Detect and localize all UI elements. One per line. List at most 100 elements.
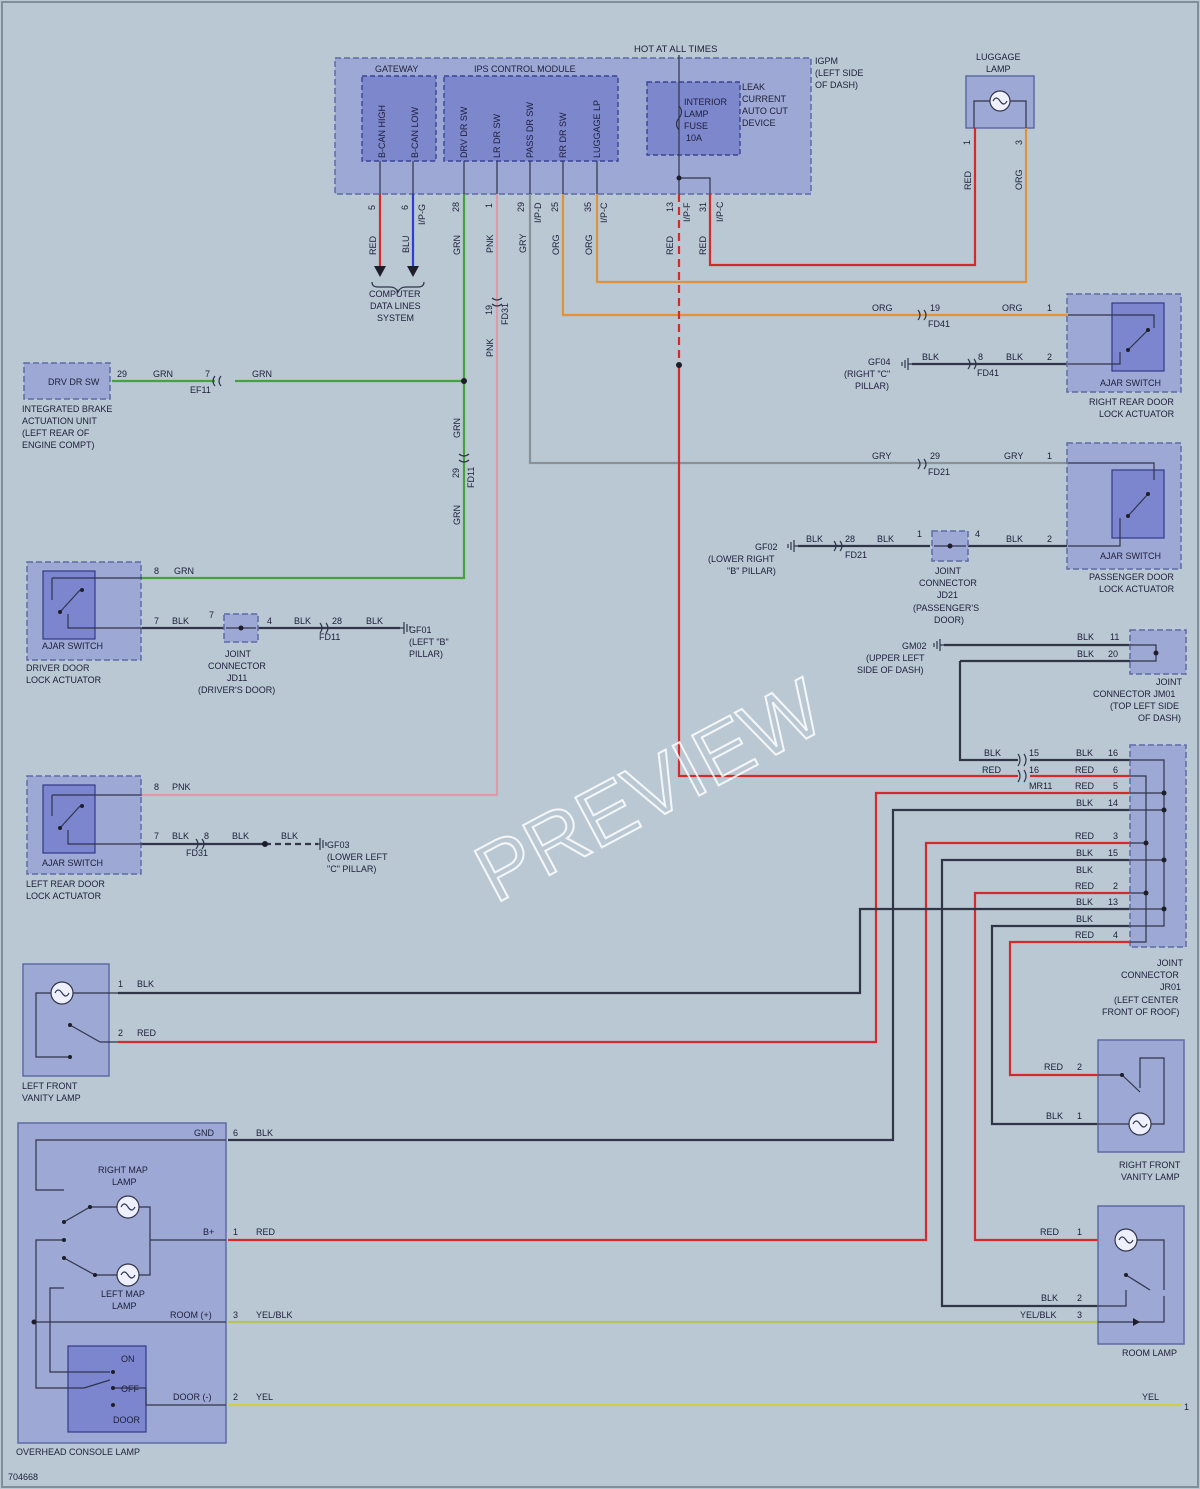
svg-text:PNK: PNK bbox=[485, 234, 495, 253]
svg-text:I/P-C: I/P-C bbox=[599, 202, 609, 223]
svg-text:1: 1 bbox=[1077, 1111, 1082, 1121]
svg-text:6: 6 bbox=[400, 205, 410, 210]
svg-text:RED: RED bbox=[1044, 1062, 1064, 1072]
svg-text:4: 4 bbox=[267, 616, 272, 626]
svg-text:PILLAR): PILLAR) bbox=[855, 381, 889, 391]
svg-text:EF11: EF11 bbox=[190, 385, 211, 395]
svg-text:15: 15 bbox=[1029, 748, 1039, 758]
vertical-wire-labels: 19 FD31 PNK GRN 29 FD11 GRN bbox=[451, 303, 510, 525]
svg-text:JR01: JR01 bbox=[1160, 982, 1181, 992]
gateway-label: GATEWAY bbox=[375, 64, 418, 74]
svg-text:PASS DR SW: PASS DR SW bbox=[525, 102, 535, 158]
svg-text:YEL/BLK: YEL/BLK bbox=[256, 1310, 293, 1320]
svg-text:1: 1 bbox=[118, 979, 123, 989]
svg-text:DRIVER DOOR: DRIVER DOOR bbox=[26, 663, 90, 673]
svg-text:2: 2 bbox=[1077, 1293, 1082, 1303]
svg-text:OFF: OFF bbox=[121, 1384, 139, 1394]
svg-text:BLK: BLK bbox=[1076, 798, 1093, 808]
svg-text:BLK: BLK bbox=[137, 979, 154, 989]
svg-text:13: 13 bbox=[1108, 897, 1118, 907]
svg-text:FD41: FD41 bbox=[977, 368, 999, 378]
connector-marks bbox=[195, 297, 977, 850]
svg-text:FD21: FD21 bbox=[845, 550, 867, 560]
svg-text:2: 2 bbox=[1113, 881, 1118, 891]
svg-text:BLK: BLK bbox=[1076, 748, 1093, 758]
svg-text:(UPPER LEFT: (UPPER LEFT bbox=[866, 653, 925, 663]
svg-text:GRN: GRN bbox=[452, 505, 462, 525]
svg-text:FD11: FD11 bbox=[319, 632, 340, 642]
svg-text:GRY: GRY bbox=[1004, 451, 1023, 461]
svg-text:1: 1 bbox=[1184, 1402, 1189, 1412]
svg-text:BLK: BLK bbox=[294, 616, 311, 626]
svg-text:29: 29 bbox=[117, 369, 127, 379]
svg-text:BLU: BLU bbox=[401, 235, 411, 253]
svg-text:FD31: FD31 bbox=[500, 303, 510, 325]
svg-text:1: 1 bbox=[484, 203, 494, 208]
svg-text:(LEFT SIDE: (LEFT SIDE bbox=[815, 68, 863, 78]
ips-module-label: IPS CONTROL MODULE bbox=[474, 64, 576, 74]
svg-text:1: 1 bbox=[233, 1227, 238, 1237]
svg-text:RR DR SW: RR DR SW bbox=[558, 112, 568, 158]
svg-text:RED: RED bbox=[368, 235, 378, 255]
svg-text:LAMP: LAMP bbox=[112, 1177, 137, 1187]
svg-text:29: 29 bbox=[451, 468, 461, 478]
svg-text:DATA LINES: DATA LINES bbox=[370, 301, 421, 311]
svg-text:CONNECTOR: CONNECTOR bbox=[1121, 970, 1179, 980]
svg-text:BLK: BLK bbox=[922, 352, 939, 362]
svg-text:LAMP: LAMP bbox=[684, 109, 709, 119]
svg-text:29: 29 bbox=[930, 451, 940, 461]
svg-text:LEFT REAR DOOR: LEFT REAR DOOR bbox=[26, 879, 105, 889]
svg-text:SIDE OF DASH): SIDE OF DASH) bbox=[857, 665, 924, 675]
svg-text:BLK: BLK bbox=[366, 616, 383, 626]
svg-text:VANITY LAMP: VANITY LAMP bbox=[22, 1093, 81, 1103]
svg-text:B+: B+ bbox=[203, 1227, 214, 1237]
svg-text:LAMP: LAMP bbox=[986, 64, 1011, 74]
svg-text:GRY: GRY bbox=[872, 451, 891, 461]
svg-text:PILLAR): PILLAR) bbox=[409, 649, 443, 659]
svg-text:CONNECTOR JM01: CONNECTOR JM01 bbox=[1093, 689, 1175, 699]
svg-text:GRN: GRN bbox=[153, 369, 173, 379]
svg-text:3: 3 bbox=[1113, 831, 1118, 841]
svg-text:2: 2 bbox=[1077, 1062, 1082, 1072]
svg-text:GRY: GRY bbox=[518, 234, 528, 253]
svg-text:FRONT OF ROOF): FRONT OF ROOF) bbox=[1102, 1007, 1179, 1017]
svg-text:BLK: BLK bbox=[281, 831, 298, 841]
svg-text:I/P-G: I/P-G bbox=[417, 204, 427, 225]
svg-text:ENGINE COMPT): ENGINE COMPT) bbox=[22, 440, 95, 450]
svg-text:20: 20 bbox=[1108, 649, 1118, 659]
svg-text:JOINT: JOINT bbox=[225, 649, 252, 659]
svg-text:YEL/BLK: YEL/BLK bbox=[1020, 1310, 1057, 1320]
svg-text:YEL: YEL bbox=[1142, 1392, 1159, 1402]
svg-text:I/P-C: I/P-C bbox=[715, 201, 725, 222]
svg-text:CONNECTOR: CONNECTOR bbox=[919, 578, 977, 588]
svg-text:JD11: JD11 bbox=[227, 673, 247, 683]
svg-text:VANITY LAMP: VANITY LAMP bbox=[1121, 1172, 1180, 1182]
svg-text:INTERIOR: INTERIOR bbox=[684, 97, 728, 107]
svg-text:2: 2 bbox=[118, 1028, 123, 1038]
left-front-vanity-lamp: LEFT FRONT VANITY LAMP 1 BLK 2 RED bbox=[22, 963, 157, 1103]
svg-text:2: 2 bbox=[233, 1392, 238, 1402]
svg-text:BLK: BLK bbox=[806, 534, 823, 544]
svg-text:4: 4 bbox=[975, 529, 980, 539]
svg-text:RED: RED bbox=[1040, 1227, 1060, 1237]
svg-text:ORG: ORG bbox=[1014, 169, 1024, 190]
svg-text:"B" PILLAR): "B" PILLAR) bbox=[727, 566, 776, 576]
svg-text:ACTUATION UNIT: ACTUATION UNIT bbox=[22, 416, 97, 426]
svg-text:GF02: GF02 bbox=[755, 542, 778, 552]
svg-text:2: 2 bbox=[1047, 534, 1052, 544]
svg-text:15: 15 bbox=[1108, 848, 1118, 858]
svg-text:GRN: GRN bbox=[174, 566, 194, 576]
svg-text:(PASSENGER'S: (PASSENGER'S bbox=[913, 603, 979, 613]
svg-text:(TOP LEFT SIDE: (TOP LEFT SIDE bbox=[1110, 701, 1179, 711]
luggage-lamp: LUGGAGE LAMP 1 3 RED ORG bbox=[962, 52, 1035, 190]
mr11-connector: BLK 15 BLK 16 RED 16 RED 6 MR11 RED 5 BL… bbox=[982, 748, 1118, 808]
svg-text:OVERHEAD CONSOLE LAMP: OVERHEAD CONSOLE LAMP bbox=[16, 1447, 140, 1457]
svg-text:IGPM: IGPM bbox=[815, 56, 838, 66]
igpm-module: GATEWAY IPS CONTROL MODULE B-CAN HIGH B-… bbox=[334, 55, 863, 195]
svg-text:ORG: ORG bbox=[551, 234, 561, 255]
figure-id: 704668 bbox=[8, 1472, 38, 1482]
svg-text:AJAR SWITCH: AJAR SWITCH bbox=[1100, 551, 1161, 561]
svg-text:BLK: BLK bbox=[1076, 848, 1093, 858]
svg-text:BLK: BLK bbox=[1077, 649, 1094, 659]
